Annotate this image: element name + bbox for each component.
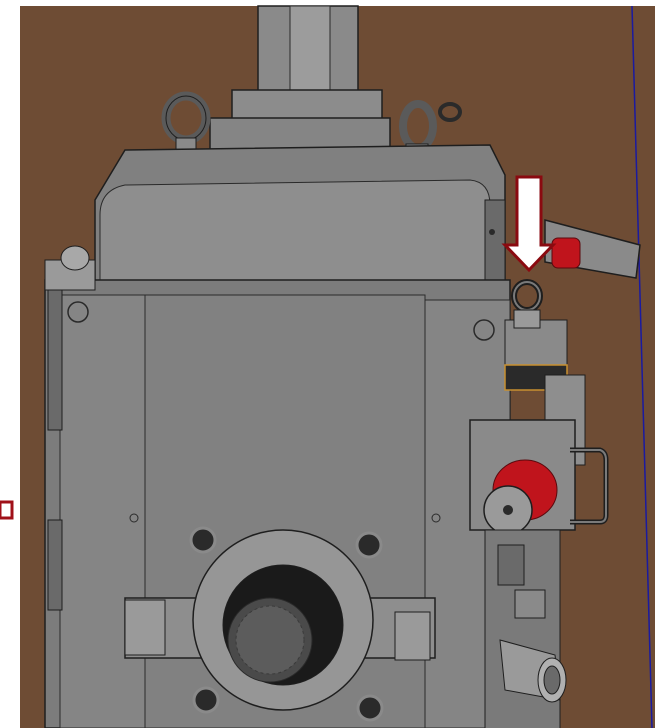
upper-housing: [94, 144, 506, 311]
guide-line: [631, 5, 653, 728]
lifting-eye-bolt-small: [438, 102, 462, 122]
edge-marker: [0, 500, 14, 520]
right-side-assembly: [469, 319, 609, 728]
down-arrow-annotation: [501, 175, 557, 273]
central-port: [124, 526, 436, 722]
lifting-eye-bolt-right: [511, 279, 543, 329]
